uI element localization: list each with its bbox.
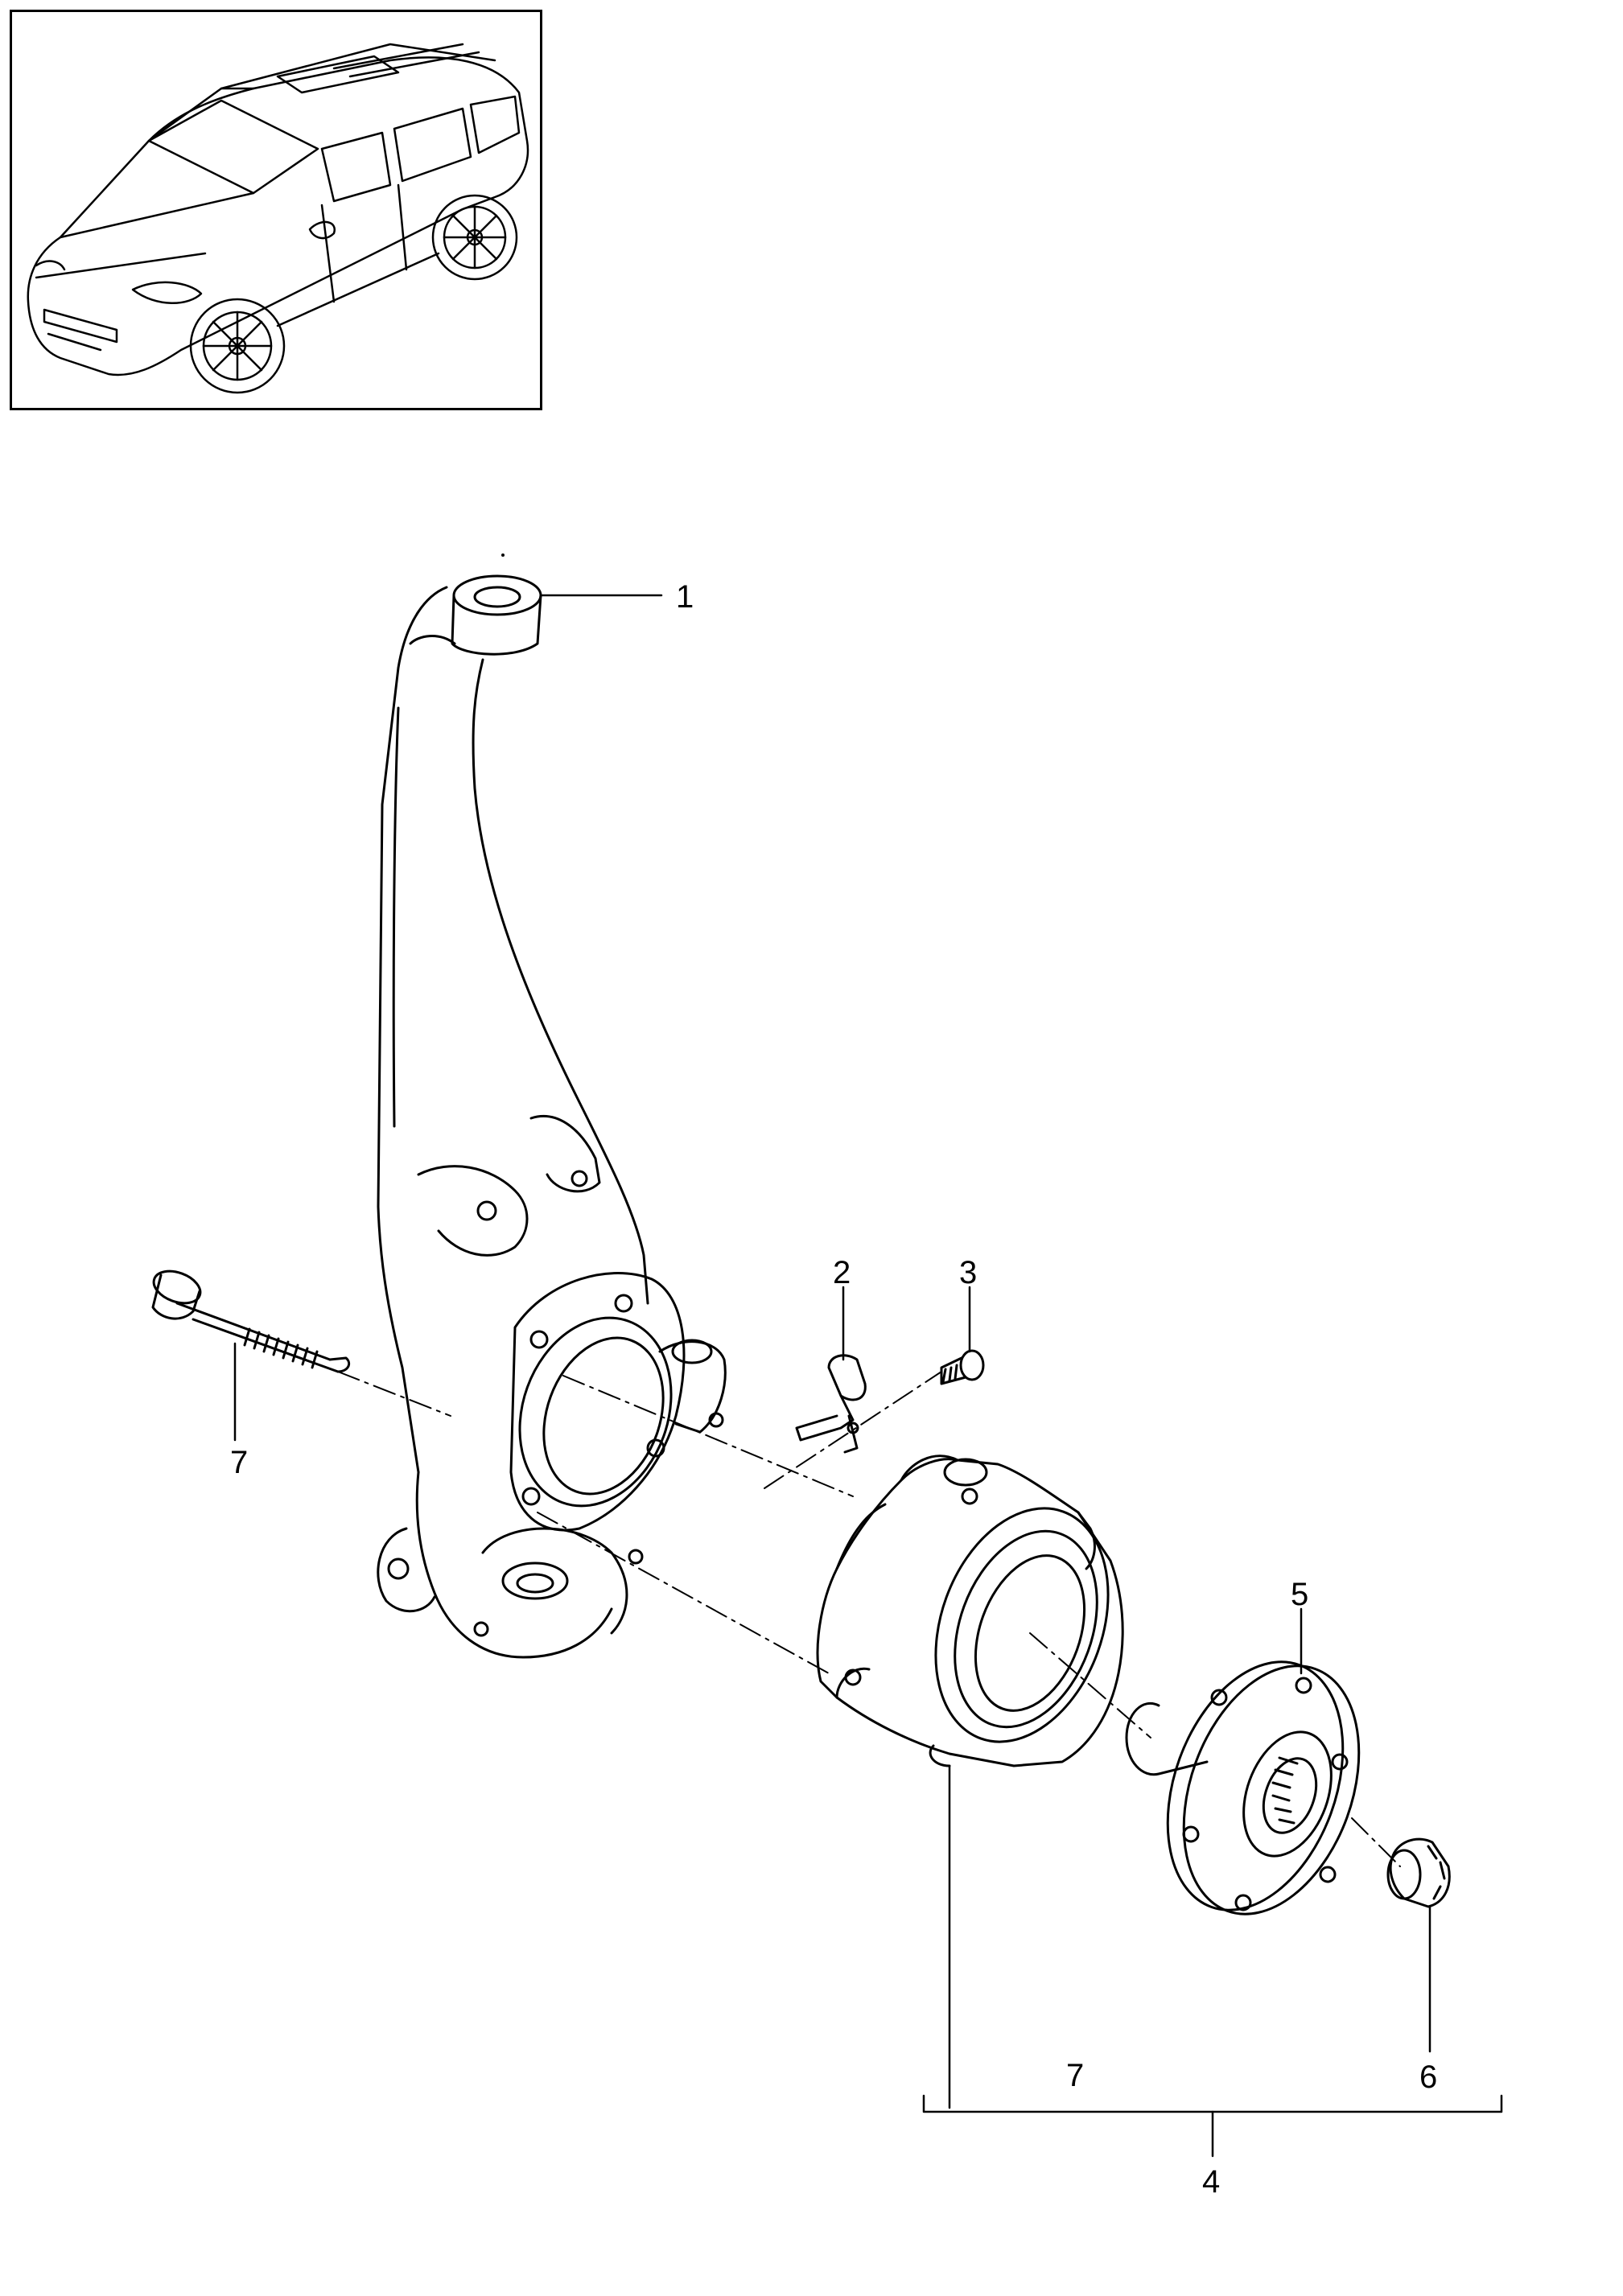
hub-nut-icon: [1386, 1837, 1451, 1908]
wheel-bearing-housing-icon: [816, 1455, 1124, 1767]
marker-dot: [501, 553, 505, 557]
callout-5: 5: [1291, 1577, 1309, 1612]
alignment-lines: [337, 1371, 1401, 1867]
leader-lines: [233, 594, 1503, 2158]
steering-knuckle-icon: [377, 574, 727, 1659]
callout-4: 4: [1202, 2164, 1221, 2199]
callout-1: 1: [676, 579, 694, 615]
vehicle-thumbnail: [10, 10, 542, 410]
callout-2: 2: [833, 1255, 851, 1290]
wheel-hub-flange-icon: [1125, 1660, 1361, 1915]
callout-3: 3: [959, 1255, 978, 1290]
callout-7-bracket: 7: [1066, 2058, 1085, 2093]
callout-6: 6: [1419, 2059, 1438, 2095]
sensor-screw-icon: [940, 1349, 985, 1385]
speed-sensor-icon: [795, 1354, 867, 1454]
bolt-icon: [151, 1269, 351, 1373]
car-overview-icon: [27, 43, 529, 394]
callout-7-bolt: 7: [230, 1445, 249, 1480]
